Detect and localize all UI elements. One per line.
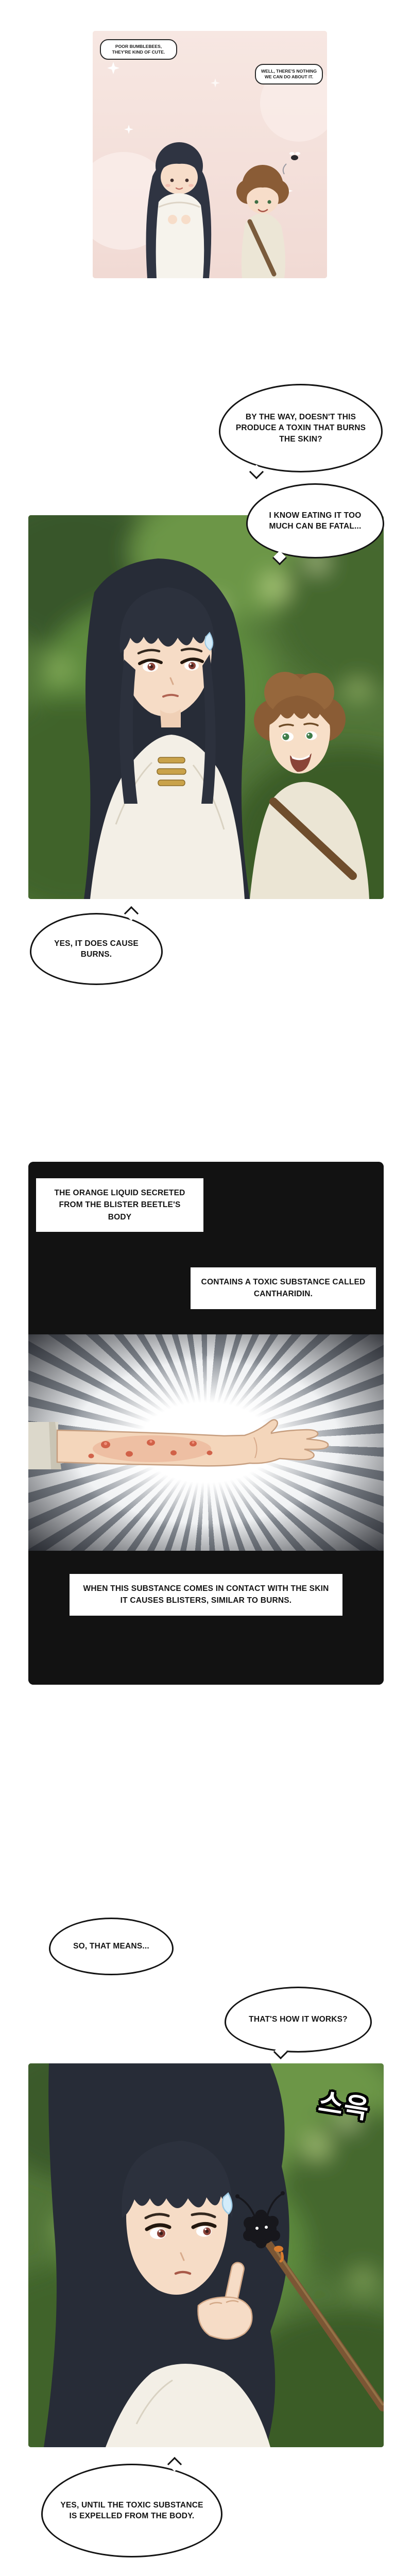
caption-blisters: WHEN THIS SUBSTANCE COMES IN CONTACT WIT… [70,1574,342,1616]
bubble-tail [249,464,264,480]
speech-bubble-works-text: THAT'S HOW IT WORKS? [249,2015,348,2024]
intro-bubble-left-text: POOR BUMBLEBEES, THEY'RE KIND OF CUTE. [112,44,165,55]
caption-orange-liquid: THE ORANGE LIQUID SECRETED FROM THE BLIS… [36,1178,203,1232]
speech-bubble-so-text: SO, THAT MEANS... [73,1942,149,1951]
girl-character [146,142,212,278]
woman-character [84,558,250,899]
sweat-drop-icon [221,2192,233,2215]
intro-bubble-right: WELL, THERE'S NOTHING WE CAN DO ABOUT IT… [255,64,323,85]
caption-cantharidin: CONTAINS A TOXIC SUBSTANCE CALLED CANTHA… [191,1267,376,1309]
caption-orange-liquid-text: THE ORANGE LIQUID SECRETED FROM THE BLIS… [54,1189,185,1222]
speech-bubble-expelled-text: YES, UNTIL THE TOXIC SUBSTANCE IS EXPELL… [60,2500,203,2520]
man-character [250,672,369,899]
gold-clasp-icon [157,757,186,786]
caption-cantharidin-text: CONTAINS A TOXIC SUBSTANCE CALLED CANTHA… [201,1278,366,1299]
sfx-text: 스윽 [316,2087,372,2125]
speech-bubble-burns-text: YES, IT DOES CAUSE BURNS. [54,939,139,959]
speech-bubble-expelled: YES, UNTIL THE TOXIC SUBSTANCE IS EXPELL… [41,2456,222,2557]
info-black-bottom [28,1551,384,1685]
beetle-on-stick [235,2191,384,2412]
info-section: THE ORANGE LIQUID SECRETED FROM THE BLIS… [28,1162,384,1685]
intro-bubble-left: POOR BUMBLEBEES, THEY'RE KIND OF CUTE. [100,39,177,60]
intro-bubble-right-text: WELL, THERE'S NOTHING WE CAN DO ABOUT IT… [261,69,317,80]
speech-bubble-works: THAT'S HOW IT WORKS? [225,1987,372,2060]
bubble-tail [167,2456,182,2472]
orange-secretion-icon [274,2246,283,2252]
thinking-woman-character [44,2063,289,2447]
boy-character [236,165,289,278]
forest-art-2 [28,2063,384,2447]
sweat-drop-icon [204,632,214,651]
arm-illustration [28,1419,329,1469]
forest-panel-2: 스윽 [28,2063,384,2447]
bubble-tail [273,2044,288,2060]
speech-bubble-toxin-text: BY THE WAY, DOESN'T THIS PRODUCE A TOXIN… [235,412,366,444]
forest-panel-1 [28,515,384,899]
bee-icon [282,152,300,175]
speech-bubble-burns: YES, IT DOES CAUSE BURNS. [30,906,163,985]
speech-bubble-so: SO, THAT MEANS... [49,1918,174,1975]
speech-bubble-toxin: BY THE WAY, DOESN'T THIS PRODUCE A TOXIN… [219,384,383,480]
speech-bubble-fatal-text: I KNOW EATING IT TOO MUCH CAN BE FATAL..… [269,511,362,531]
burst-panel [28,1334,384,1551]
speech-bubble-fatal: I KNOW EATING IT TOO MUCH CAN BE FATAL..… [246,483,384,566]
forest-art-1 [28,515,384,899]
intro-panel: POOR BUMBLEBEES, THEY'RE KIND OF CUTE. W… [93,31,327,278]
bubble-tail [124,906,139,921]
caption-blisters-text: WHEN THIS SUBSTANCE COMES IN CONTACT WIT… [83,1584,329,1605]
